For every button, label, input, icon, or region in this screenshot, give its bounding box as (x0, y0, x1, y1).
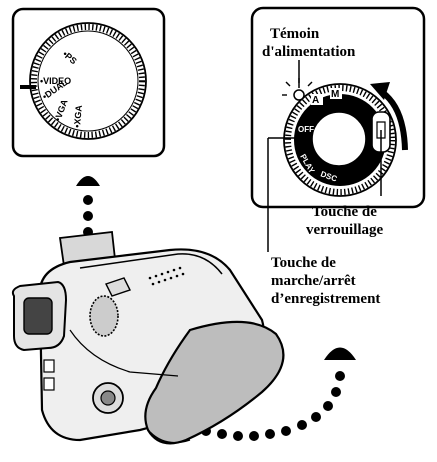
left-pointer (76, 176, 100, 237)
lock-button-label-line1: Touche de (312, 204, 377, 220)
record-button-label-line1: Touche de (271, 255, 336, 271)
record-button-label-line3: d’enregistrement (271, 291, 380, 307)
power-lamp-graphic (294, 90, 304, 100)
zoom-wheel (90, 296, 118, 336)
camcorder-illustration (13, 232, 284, 443)
power-lamp-label-line2: d'alimentation (262, 44, 356, 60)
record-button-graphic (312, 112, 366, 166)
mode-a-label: A (312, 95, 319, 106)
mode-m-label: M (331, 89, 339, 100)
record-button-label-line2: marche/arrêt (271, 273, 356, 289)
right-inset: A M OFF PLAY DSC Témoin d'alimentation (252, 8, 424, 207)
lock-button-label-line2: verrouillage (306, 222, 384, 238)
left-inset: •PS •VIDEO •DUAL •VGA •XGA (13, 9, 164, 156)
power-lamp-label-line1: Témoin (270, 26, 320, 42)
dial-label-xga: •XGA (72, 104, 84, 128)
off-label: OFF (298, 125, 314, 134)
